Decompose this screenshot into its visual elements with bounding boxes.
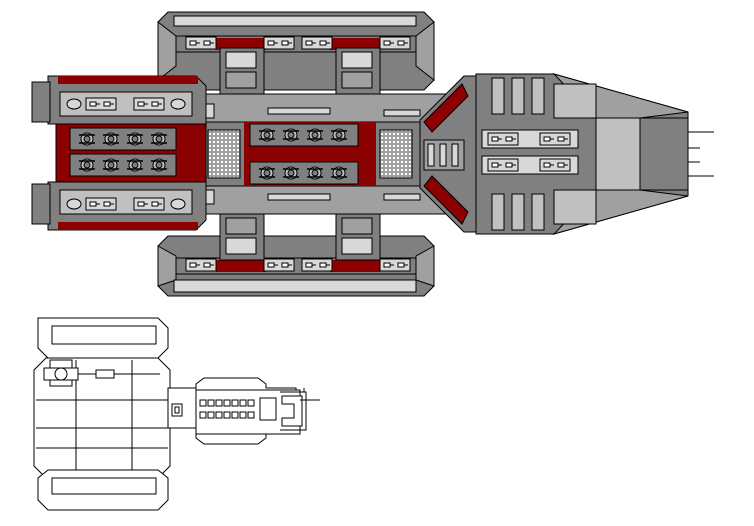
window-row (199, 399, 255, 419)
ship-side-view (33, 317, 320, 511)
vent-icon (207, 129, 241, 179)
vent-icon (379, 129, 413, 179)
forward-hull (419, 73, 714, 235)
upper-outrigger (157, 11, 435, 91)
ship-top-view (31, 11, 714, 297)
central-spine (199, 93, 451, 215)
antenna-icon (688, 131, 714, 177)
lower-outrigger (157, 235, 435, 297)
aft-engine-block (31, 75, 207, 231)
